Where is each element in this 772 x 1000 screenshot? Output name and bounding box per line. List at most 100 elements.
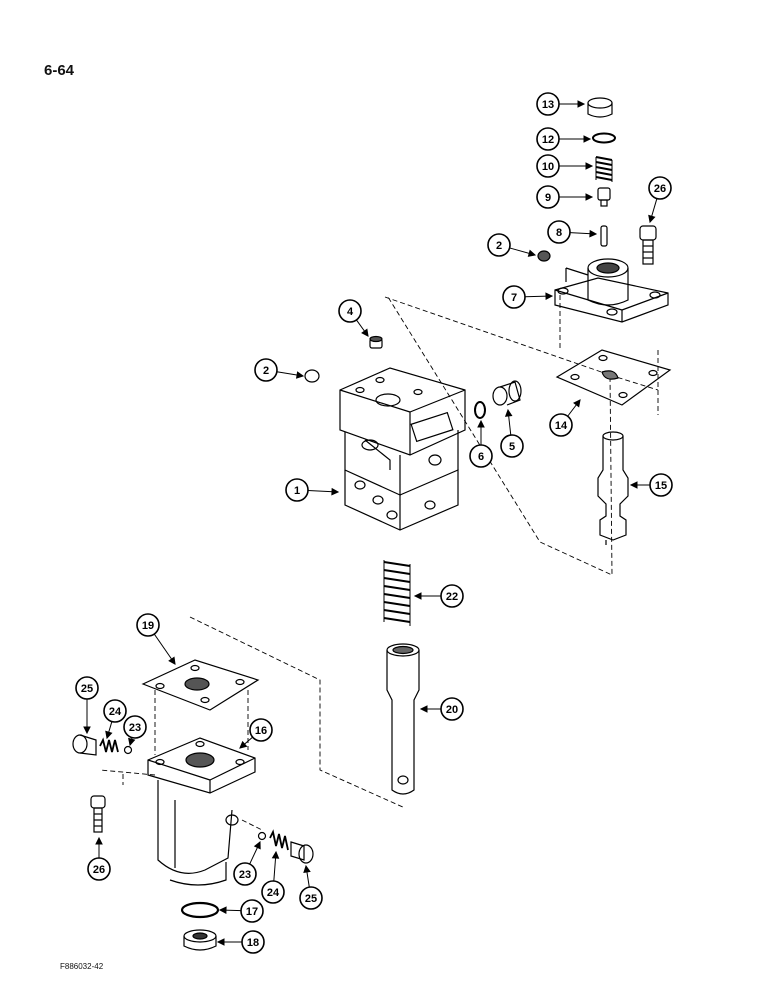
callout-bubble bbox=[487, 233, 511, 257]
part-26-capscrew-upper bbox=[639, 225, 657, 265]
figure-code: F886032-42 bbox=[60, 962, 104, 971]
callout-number: 10 bbox=[542, 161, 554, 173]
part-18-plug bbox=[183, 929, 217, 951]
callout-number: 25 bbox=[81, 683, 93, 695]
part-20-plunger bbox=[386, 643, 420, 795]
callout-bubble bbox=[103, 699, 127, 723]
callout-arrowhead bbox=[577, 100, 586, 108]
callout-number: 20 bbox=[446, 704, 458, 716]
callout-bubble bbox=[649, 473, 673, 497]
callout-c19: 19 bbox=[136, 613, 176, 665]
callout-number: 23 bbox=[239, 869, 251, 881]
callout-arrowhead bbox=[331, 487, 340, 496]
callout-bubble bbox=[241, 930, 265, 954]
callout-c26b: 26 bbox=[87, 836, 111, 881]
callout-bubble bbox=[502, 285, 526, 309]
callout-c9: 9 bbox=[536, 185, 594, 209]
callout-c4: 4 bbox=[338, 299, 369, 337]
part-23-ball-upper bbox=[123, 745, 133, 755]
callout-c13: 13 bbox=[536, 92, 586, 116]
callout-number: 22 bbox=[446, 591, 458, 603]
callout-number: 25 bbox=[305, 893, 317, 905]
callout-number: 24 bbox=[109, 706, 122, 718]
callout-bubble bbox=[536, 127, 560, 151]
callout-bubble bbox=[536, 185, 560, 209]
callout-number: 7 bbox=[511, 292, 517, 304]
callout-bubble bbox=[233, 862, 257, 886]
part-12-o-ring bbox=[592, 132, 616, 144]
callout-arrowhead bbox=[168, 656, 176, 665]
callout-number: 6 bbox=[478, 451, 484, 463]
callout-number: 23 bbox=[129, 722, 141, 734]
callout-bubble bbox=[648, 176, 672, 200]
callout-bubble bbox=[536, 154, 560, 178]
callout-bubble bbox=[440, 584, 464, 608]
callout-c26a: 26 bbox=[648, 176, 672, 224]
part-7-cover-housing bbox=[554, 258, 669, 323]
callout-arrowhead bbox=[504, 408, 513, 417]
callout-arrowhead bbox=[648, 214, 656, 224]
callout-c6: 6 bbox=[469, 419, 493, 468]
callout-c24a: 24 bbox=[103, 699, 127, 740]
part-4-plug bbox=[369, 335, 383, 349]
callout-arrowhead bbox=[477, 419, 485, 428]
callout-arrowhead bbox=[629, 481, 638, 489]
callout-number: 26 bbox=[93, 864, 105, 876]
part-13-plug-cap bbox=[587, 97, 613, 118]
callout-bubble bbox=[440, 697, 464, 721]
part-2-plug-left bbox=[304, 369, 320, 383]
callout-c22: 22 bbox=[413, 584, 464, 608]
part-19-gasket-lower bbox=[141, 659, 260, 711]
callout-arrowhead bbox=[95, 836, 103, 845]
part-17-o-ring bbox=[180, 901, 220, 919]
callout-arrowhead bbox=[303, 864, 311, 874]
callout-arrowhead bbox=[583, 135, 592, 143]
callout-number: 17 bbox=[246, 906, 258, 918]
callout-number: 2 bbox=[496, 240, 502, 252]
callout-bubble bbox=[285, 478, 309, 502]
callout-bubble bbox=[299, 886, 323, 910]
callout-number: 24 bbox=[267, 887, 280, 899]
part-16-lower-housing bbox=[147, 737, 256, 886]
callout-bubble bbox=[136, 613, 160, 637]
callout-arrowhead bbox=[361, 328, 369, 337]
callout-c17: 17 bbox=[218, 899, 264, 923]
callout-bubble bbox=[254, 358, 278, 382]
callout-c8: 8 bbox=[547, 220, 598, 244]
page-number: 6-64 bbox=[44, 62, 75, 79]
callout-arrowhead bbox=[253, 840, 261, 850]
callout-number: 14 bbox=[555, 420, 568, 432]
callout-number: 9 bbox=[545, 192, 551, 204]
part-5-fitting bbox=[492, 380, 522, 406]
part-9-poppet bbox=[597, 187, 611, 207]
part-2-plug-upper bbox=[537, 250, 551, 262]
callout-number: 26 bbox=[654, 183, 666, 195]
part-15-valve-spool bbox=[597, 431, 629, 545]
callout-arrowhead bbox=[128, 737, 136, 747]
callout-c5: 5 bbox=[500, 408, 524, 458]
callout-c14: 14 bbox=[549, 399, 581, 437]
callout-arrowhead bbox=[573, 399, 581, 408]
part-25-plug-upper bbox=[72, 734, 97, 756]
callout-number: 5 bbox=[509, 441, 515, 453]
callout-c16: 16 bbox=[239, 718, 273, 749]
part-14-gasket-upper bbox=[555, 349, 672, 406]
callout-bubble bbox=[549, 413, 573, 437]
callout-c23b: 23 bbox=[233, 840, 261, 886]
callout-bubble bbox=[547, 220, 571, 244]
callout-bubble bbox=[75, 676, 99, 700]
callout-arrowhead bbox=[295, 371, 305, 379]
callout-bubble bbox=[249, 718, 273, 742]
callout-number: 4 bbox=[347, 306, 354, 318]
part-22-spring bbox=[383, 560, 411, 626]
callout-c2b: 2 bbox=[254, 358, 305, 382]
callout-number: 1 bbox=[294, 485, 300, 497]
callout-arrowhead bbox=[545, 292, 554, 300]
callout-bubble bbox=[338, 299, 362, 323]
part-25-plug-lower bbox=[290, 841, 314, 864]
callout-arrowhead bbox=[239, 740, 248, 749]
callout-arrowhead bbox=[83, 726, 91, 735]
callout-bubble bbox=[123, 715, 147, 739]
callout-c23a: 23 bbox=[123, 715, 147, 747]
